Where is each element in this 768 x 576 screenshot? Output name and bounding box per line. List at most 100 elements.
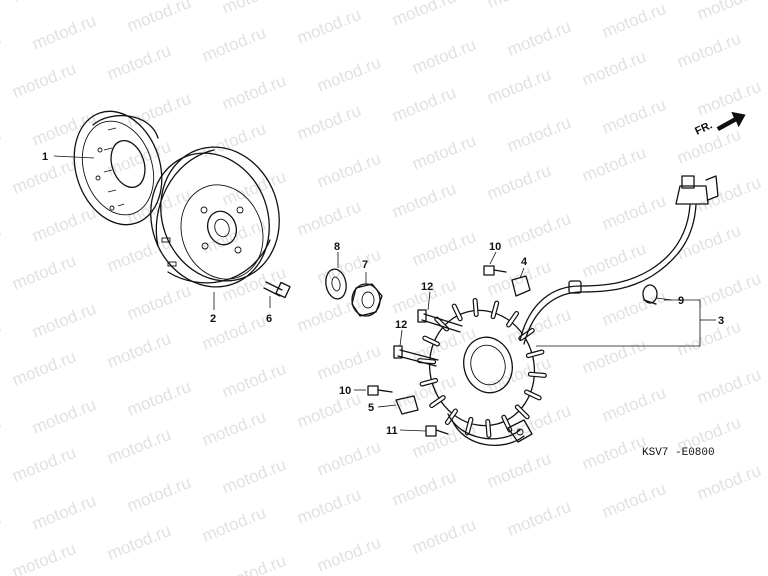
callout-12-top: 12 [421, 281, 433, 293]
watermark-text: motod.ru [409, 131, 478, 174]
watermark-text: motod.ru [0, 509, 4, 552]
watermark-text: motod.ru [599, 95, 668, 138]
callout-labels: 1 2 3 4 5 6 7 8 9 10 10 11 12 12 [42, 151, 724, 437]
watermark-text: motod.ru [199, 119, 268, 162]
callout-5: 5 [368, 402, 374, 414]
watermark-text: motod.ru [674, 221, 743, 264]
callout-3: 3 [718, 315, 724, 327]
callout-12-bottom: 12 [395, 319, 407, 331]
watermark-text: motod.ru [0, 221, 4, 264]
watermark-text: motod.ru [124, 0, 193, 36]
stator-pole-fill [507, 312, 518, 327]
watermark-text: motod.ru [599, 191, 668, 234]
watermark-text: motod.ru [219, 167, 288, 210]
watermark-text: motod.ru [504, 17, 573, 60]
watermark-text: motod.ru [29, 203, 98, 246]
stator-pole-fill [491, 301, 498, 318]
watermark-text: motod.ru [104, 425, 173, 468]
callout-10-top: 10 [489, 241, 501, 253]
watermark-text: motod.ru [104, 521, 173, 564]
watermark-text: motod.ru [124, 473, 193, 516]
watermark-text: motod.ru [484, 0, 553, 12]
watermark-text: motod.ru [9, 0, 78, 6]
watermark-text: motod.ru [219, 551, 288, 576]
watermark-text: motod.ru [294, 5, 363, 48]
small-bolts [367, 265, 507, 396]
watermark-text: motod.ru [29, 107, 98, 150]
stator-pole-fill [446, 409, 457, 424]
watermark-text: motod.ru [124, 281, 193, 324]
watermark-text: motod.ru [0, 317, 4, 360]
watermark-text: motod.ru [504, 113, 573, 156]
stator-pole-fill [452, 304, 462, 321]
watermark-text: motod.ru [9, 539, 78, 576]
watermark-text: motod.ru [9, 443, 78, 486]
callout-7: 7 [362, 259, 368, 271]
watermark-text: motod.ru [199, 503, 268, 546]
watermark-text: motod.ru [294, 389, 363, 432]
watermark-text: motod.ru [9, 251, 78, 294]
wire-harness [447, 175, 719, 446]
callout-6: 6 [266, 313, 272, 325]
watermark-text: motod.ru [389, 0, 458, 30]
callout-4: 4 [521, 256, 528, 268]
watermark-text: motod.ru [314, 245, 383, 288]
watermark-text: motod.ru [219, 455, 288, 498]
watermark-text: motod.ru [294, 101, 363, 144]
diagram-code: KSV7 -E0800 [642, 447, 715, 459]
watermark-text: motod.ru [599, 479, 668, 522]
stator-pole-fill [418, 359, 435, 364]
flywheel-bolt [263, 281, 291, 299]
watermark-text: motod.ru [599, 0, 668, 42]
watermark-text: motod.ru [29, 299, 98, 342]
watermark-text: motod.ru [579, 47, 648, 90]
watermark-text: motod.ru [389, 467, 458, 510]
watermark-text: motod.ru [504, 305, 573, 348]
stator-pole-fill [466, 418, 473, 435]
pulse-generator [507, 419, 533, 443]
watermark-text: motod.ru [409, 227, 478, 270]
watermark-text: motod.ru [674, 317, 743, 360]
watermark-text: motod.ru [694, 461, 763, 504]
watermark-text: motod.ru [294, 485, 363, 528]
stator-pole-fill [529, 372, 546, 377]
watermark-text: motod.ru [484, 161, 553, 204]
watermark-text: motod.ru [219, 359, 288, 402]
washer [325, 268, 347, 300]
flywheel [150, 146, 280, 288]
callout-2: 2 [210, 313, 216, 325]
harness-clip [642, 284, 658, 305]
watermark-text: motod.ru [389, 179, 458, 222]
stator-bolts [393, 309, 463, 367]
watermark-text: motod.ru [694, 77, 763, 120]
watermark-text: motod.ru [0, 29, 4, 72]
watermark-text: motod.ru [694, 0, 763, 24]
watermark-text: motod.ru [124, 377, 193, 420]
watermark-text: motod.ru [29, 11, 98, 54]
stator-pole-fill [420, 379, 437, 386]
watermark-text: motod.ru [694, 173, 763, 216]
watermark-text: motod.ru [579, 335, 648, 378]
watermark-text: motod.ru [484, 65, 553, 108]
watermark-text: motod.ru [484, 449, 553, 492]
watermark-text: motod.ru [579, 239, 648, 282]
stator-pole-fill [527, 350, 544, 357]
callout-1: 1 [42, 151, 48, 163]
front-arrow-icon [716, 111, 746, 132]
watermark-text: motod.ru [104, 329, 173, 372]
watermark-text: motod.ru [9, 59, 78, 102]
stator-pole-fill [486, 420, 491, 437]
watermark-text: motod.ru [29, 395, 98, 438]
wire-clamps [395, 275, 531, 415]
watermark-text: motod.ru [0, 413, 4, 456]
watermark-text: motod.ru [674, 29, 743, 72]
watermark-text: motod.ru [579, 431, 648, 474]
stator-pole-fill [515, 405, 529, 419]
watermark-text: motod.ru [104, 41, 173, 84]
callout-8: 8 [334, 241, 340, 253]
watermark-text: motod.ru [124, 89, 193, 132]
watermark-text: motod.ru [314, 53, 383, 96]
watermark-text: motod.ru [199, 23, 268, 66]
